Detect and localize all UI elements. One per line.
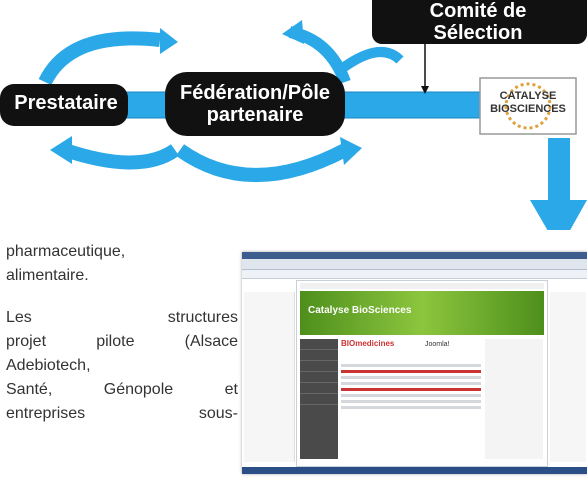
- website-screenshot: Catalyse BioSciences BIOmedicines Joomla…: [242, 252, 587, 474]
- federation-node: [165, 72, 345, 136]
- text-line: Santé, Génopole et: [6, 381, 238, 398]
- windows-taskbar: [242, 467, 587, 474]
- sidebar-item: [300, 383, 338, 394]
- prestataire-label: Prestataire: [14, 92, 118, 114]
- browser-titlebar: [242, 252, 587, 259]
- loop-arrow-bottom-right: [175, 143, 349, 182]
- sidebar-item: [300, 350, 338, 361]
- webpage-banner: Catalyse BioSciences: [300, 291, 544, 335]
- browser-left-panel: [244, 292, 295, 462]
- sidebar-item: [300, 339, 338, 350]
- loop-arrow-top-left: [38, 31, 161, 86]
- webpage-right-column: [485, 339, 543, 459]
- text-placeholder: [341, 406, 481, 409]
- committee-node: [372, 0, 587, 44]
- webpage-sidebar: [300, 339, 338, 459]
- diagram-graphics: [0, 0, 587, 230]
- loop-arrowhead-top-right: [282, 20, 304, 44]
- loop-arrowhead-top-left: [160, 28, 178, 54]
- text-line: alimentaire.: [6, 267, 89, 284]
- catalyse-logo-box: [479, 77, 577, 135]
- text-placeholder: [341, 370, 481, 373]
- sidebar-item: [300, 394, 338, 405]
- sidebar-item: [300, 372, 338, 383]
- process-diagram: Prestataire Fédération/Pôle partenaire C…: [0, 0, 587, 230]
- loop-arrow-committee: [337, 47, 404, 75]
- text-placeholder: [341, 388, 481, 391]
- text-line: entreprises sous-: [6, 405, 238, 422]
- federation-label: Fédération/Pôle partenaire: [179, 82, 331, 126]
- joomla-logo: Joomla!: [425, 341, 450, 348]
- committee-label: Comité de Sélection: [429, 0, 527, 44]
- text-line: Adebiotech,: [6, 357, 91, 374]
- text-line: Les structures: [6, 309, 238, 326]
- text-placeholder: [341, 400, 481, 403]
- down-arrow-shaft: [548, 138, 570, 208]
- committee-arrowhead: [421, 86, 429, 94]
- body-paragraph: pharmaceutique, alimentaire. Les structu…: [6, 240, 238, 426]
- text-placeholder: [341, 394, 481, 397]
- browser-toolbar: [242, 259, 587, 270]
- biomedicines-logo: BIOmedicines: [341, 339, 395, 348]
- loop-arrow-bottom-left: [62, 143, 180, 170]
- browser-right-panel: [550, 292, 586, 462]
- prestataire-node: [0, 84, 128, 126]
- text-line: pharmaceutique,: [6, 243, 126, 260]
- text-placeholder: [341, 376, 481, 379]
- webpage: Catalyse BioSciences BIOmedicines Joomla…: [296, 280, 548, 467]
- loop-arrowhead-bottom-left: [50, 136, 72, 164]
- loop-arrowhead-bottom-right: [340, 137, 362, 165]
- catalyse-logo-text: CATALYSE BIOSCIENCES: [490, 90, 566, 116]
- banner-title: Catalyse BioSciences: [308, 305, 412, 316]
- browser-bookmarks-bar: [242, 270, 587, 279]
- webpage-nav: [300, 283, 544, 289]
- text-placeholder: [341, 364, 481, 367]
- down-arrowhead: [530, 200, 587, 230]
- catalyse-logo-ring: [504, 82, 552, 130]
- sidebar-item: [300, 361, 338, 372]
- text-placeholder: [341, 382, 481, 385]
- webpage-main-content: [341, 361, 481, 474]
- text-line: projet pilote (Alsace: [6, 333, 238, 350]
